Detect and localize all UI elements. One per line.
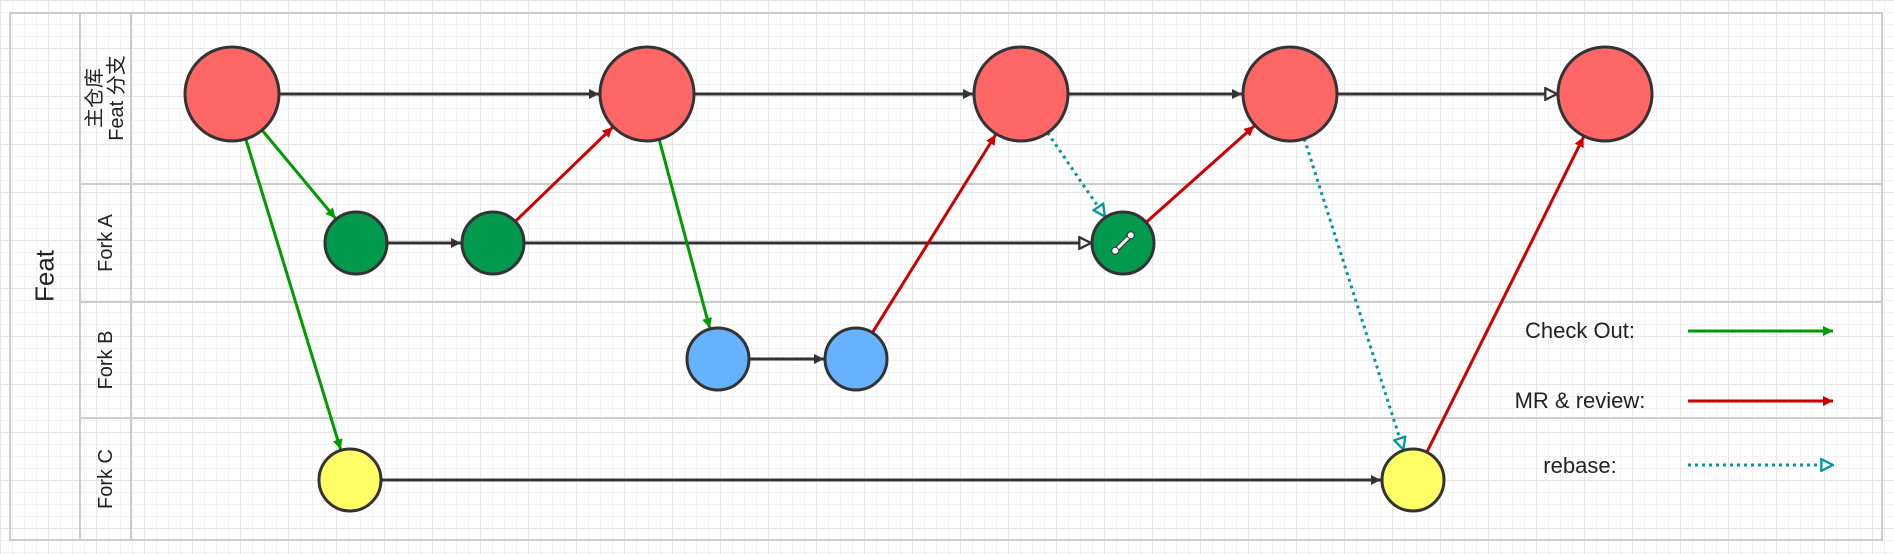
- edges: [244, 94, 1585, 485]
- edge-mr-b2-m3: [871, 133, 997, 334]
- commit-node-m2[interactable]: [598, 45, 696, 143]
- commit-node-b2[interactable]: [823, 326, 889, 392]
- wrench-icon: [1111, 231, 1135, 255]
- commit-node-m3[interactable]: [972, 45, 1070, 143]
- edge-rebase-m4-c2: [1302, 138, 1403, 450]
- commit-node-c1[interactable]: [317, 447, 383, 513]
- commit-node-m1[interactable]: [183, 45, 281, 143]
- edge-checkout-m1-c1: [244, 138, 343, 450]
- edge-mr-a2-m2: [514, 126, 614, 223]
- edge-checkout-m2-b1: [657, 139, 712, 329]
- commit-node-a1[interactable]: [323, 210, 389, 276]
- edge-checkout-m1-a1: [260, 129, 337, 220]
- commit-node-m4[interactable]: [1241, 45, 1339, 143]
- edge-mr-c2-m5: [1425, 136, 1585, 453]
- commits: [183, 45, 1654, 513]
- legend: [1688, 326, 1833, 465]
- edge-rebase-m3-a3: [1046, 131, 1105, 217]
- swimlane-pool: [9, 12, 1883, 541]
- commit-node-a2[interactable]: [460, 210, 526, 276]
- commit-node-m5[interactable]: [1556, 45, 1654, 143]
- commit-node-b1[interactable]: [685, 326, 751, 392]
- commit-node-c2[interactable]: [1380, 447, 1446, 513]
- edge-mr-a3-m4: [1145, 124, 1256, 224]
